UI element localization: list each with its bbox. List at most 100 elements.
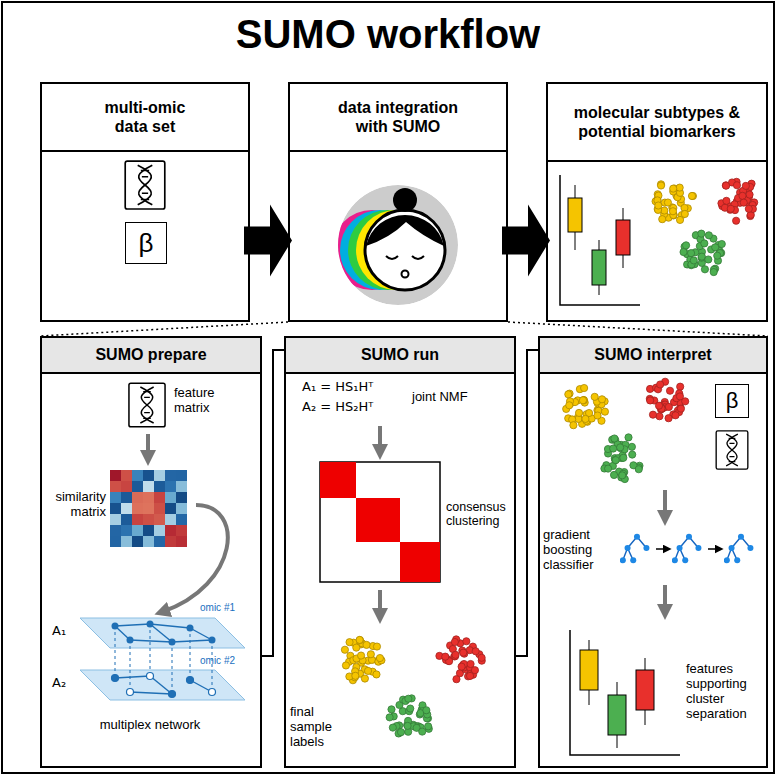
similarity-heatmap xyxy=(132,536,143,547)
network-graph xyxy=(112,621,216,698)
sample-cluster xyxy=(740,199,747,206)
symbol-text: β xyxy=(139,228,154,259)
diagram-title: SUMO workflow xyxy=(0,12,776,57)
sample-cluster xyxy=(388,706,395,713)
sample-cluster xyxy=(458,663,465,670)
similarity-heatmap xyxy=(176,470,187,481)
sample-cluster xyxy=(353,644,360,651)
sample-cluster xyxy=(672,412,679,419)
sample-cluster xyxy=(581,384,588,391)
similarity-heatmap xyxy=(132,514,143,525)
sample-cluster xyxy=(579,397,586,404)
similarity-heatmap xyxy=(121,503,132,514)
similarity-heatmap xyxy=(143,470,154,481)
annotation-label: A₂ xyxy=(52,676,78,691)
sample-cluster xyxy=(710,268,717,275)
network-graph xyxy=(115,626,116,678)
network-graph xyxy=(127,637,134,644)
sample-cluster xyxy=(404,722,411,729)
similarity-heatmap xyxy=(121,525,132,536)
annotation-label: A₁ = HS₁Hᵀ xyxy=(302,380,402,395)
sample-cluster xyxy=(647,397,654,404)
sample-cluster xyxy=(659,216,666,223)
panel-box: multi-omic data setβ xyxy=(40,82,250,322)
panel-header: data integration with SUMO xyxy=(290,84,506,152)
sample-cluster xyxy=(423,707,430,714)
sample-cluster xyxy=(425,723,432,730)
similarity-heatmap xyxy=(154,503,165,514)
similarity-heatmap xyxy=(143,481,154,492)
boosting-trees xyxy=(656,548,668,550)
block-arrow xyxy=(244,204,292,276)
sample-cluster xyxy=(620,454,627,461)
bracket-connector xyxy=(262,350,284,656)
network-graph xyxy=(150,624,190,628)
sample-cluster xyxy=(389,724,396,731)
sample-cluster xyxy=(397,729,404,736)
similarity-heatmap xyxy=(154,470,165,481)
sample-cluster xyxy=(705,256,712,263)
sample-cluster xyxy=(612,456,619,463)
sample-cluster xyxy=(580,397,587,404)
similarity-heatmap xyxy=(165,470,176,481)
sample-cluster xyxy=(670,185,677,192)
sample-cluster xyxy=(346,639,353,646)
panel-title: SUMO interpret xyxy=(594,345,711,364)
symbol-text: β xyxy=(726,388,739,414)
sample-cluster xyxy=(745,205,752,212)
sample-cluster xyxy=(342,662,349,669)
sample-cluster xyxy=(669,208,676,215)
zoom-lines xyxy=(508,322,768,336)
sample-cluster xyxy=(341,646,348,653)
sample-cluster xyxy=(722,182,729,189)
network-graph xyxy=(130,692,172,694)
similarity-heatmap xyxy=(176,503,187,514)
panel-box: SUMO prepare xyxy=(40,336,262,768)
sample-cluster xyxy=(419,728,426,735)
similarity-heatmap xyxy=(143,514,154,525)
similarity-heatmap xyxy=(154,481,165,492)
sample-cluster xyxy=(452,651,459,658)
similarity-heatmap xyxy=(143,525,154,536)
annotation-label: omic #2 xyxy=(200,655,258,667)
similarity-heatmap xyxy=(176,514,187,525)
annotation-label: multiplex network xyxy=(50,718,250,733)
sample-cluster xyxy=(472,648,479,655)
sample-cluster xyxy=(364,667,371,674)
similarity-heatmap xyxy=(154,492,165,503)
sample-cluster xyxy=(442,653,449,660)
sample-cluster xyxy=(386,714,393,721)
sample-cluster xyxy=(612,457,619,464)
similarity-heatmap xyxy=(132,470,143,481)
similarity-heatmap xyxy=(121,481,132,492)
sample-cluster xyxy=(356,637,363,644)
panel-title: SUMO prepare xyxy=(95,345,206,364)
sample-cluster xyxy=(655,402,662,409)
flow-arrow xyxy=(162,505,228,612)
sumo-logo xyxy=(338,185,458,305)
block-arrow xyxy=(502,204,550,276)
sample-cluster xyxy=(676,216,683,223)
sample-cluster xyxy=(655,202,662,209)
consensus-matrix xyxy=(400,542,440,582)
sample-cluster xyxy=(580,396,587,403)
dna-icon xyxy=(716,431,748,469)
sample-cluster xyxy=(565,391,572,398)
sample-cluster xyxy=(665,415,672,422)
sample-cluster xyxy=(341,178,757,737)
annotation-label: A₂ = HS₂Hᵀ xyxy=(302,400,402,415)
sample-cluster xyxy=(727,206,734,213)
sample-cluster xyxy=(746,191,753,198)
sample-cluster xyxy=(657,381,664,388)
sumo-logo xyxy=(393,188,417,212)
similarity-heatmap xyxy=(176,525,187,536)
network-graph xyxy=(130,640,172,642)
sample-cluster xyxy=(352,672,359,679)
symbol-box: β xyxy=(125,222,167,264)
similarity-heatmap xyxy=(110,525,121,536)
sample-cluster xyxy=(619,472,626,479)
sample-cluster xyxy=(649,411,656,418)
network-graph xyxy=(112,623,119,630)
sample-cluster xyxy=(373,671,380,678)
similarity-heatmap xyxy=(121,470,132,481)
